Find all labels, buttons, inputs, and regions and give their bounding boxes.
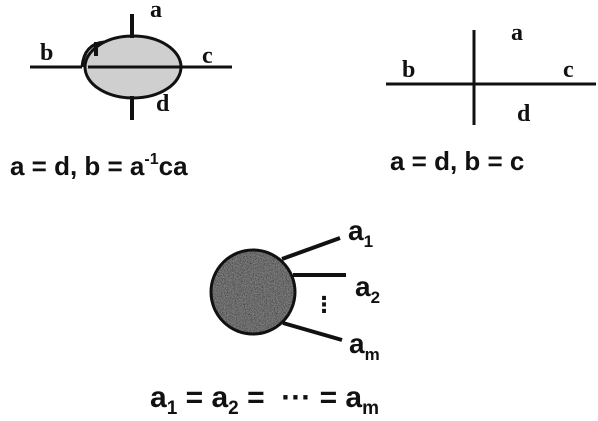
vertex-relation-a1-base: a bbox=[150, 381, 167, 414]
label-am-sub: m bbox=[365, 345, 380, 364]
arc-b-curve bbox=[80, 40, 105, 68]
relation-right: a = d, b = c bbox=[390, 146, 524, 176]
label-c-right-right: c bbox=[563, 57, 574, 83]
label-a2-sub: 2 bbox=[371, 288, 380, 307]
vertex-disk-outline bbox=[209, 248, 297, 336]
arc-a1-line bbox=[281, 236, 341, 261]
crossing-left-diagram: a b c d bbox=[30, 0, 232, 120]
label-d-bottom: d bbox=[156, 91, 170, 117]
relation-left-superscript: -1 bbox=[144, 151, 158, 168]
label-b-left-right: b bbox=[402, 57, 415, 83]
label-am: am bbox=[349, 328, 380, 364]
vertex-relation-am-sub: m bbox=[362, 398, 379, 419]
arc-am-line bbox=[282, 321, 343, 342]
label-a1: a1 bbox=[348, 215, 373, 251]
vertex-relation-eq1: = bbox=[177, 381, 211, 414]
label-b-left: b bbox=[40, 40, 53, 66]
vertex-relation-a1-sub: 1 bbox=[167, 398, 178, 419]
crossing-right-diagram: a b c d bbox=[386, 20, 596, 127]
vertex-disk-texture bbox=[211, 250, 295, 334]
vertex-relation-eq2: = ··· = bbox=[239, 381, 346, 414]
vertex-diagram: ⋮ a1 a2 am bbox=[209, 215, 380, 364]
label-a1-sub: 1 bbox=[364, 232, 373, 251]
relation-left-tail: ca bbox=[159, 151, 188, 181]
relation-left: a = d, b = a-1ca bbox=[10, 151, 188, 181]
label-am-base: a bbox=[349, 328, 365, 359]
label-a2-base: a bbox=[355, 271, 371, 302]
label-a2: a2 bbox=[355, 271, 380, 307]
vertex-ellipsis: ⋮ bbox=[313, 292, 335, 317]
label-d-bottom-right: d bbox=[517, 101, 531, 127]
vertex-relation-am-base: a bbox=[345, 381, 362, 414]
vertex-relation: a1 = a2 = ··· = am bbox=[150, 381, 379, 419]
relation-left-main: a = d, b = a bbox=[10, 151, 145, 181]
label-c-right: c bbox=[202, 43, 213, 69]
label-a-top: a bbox=[150, 0, 162, 23]
vertex-relation-a2-sub: 2 bbox=[228, 398, 239, 419]
label-a1-base: a bbox=[348, 215, 364, 246]
vertex-relation-a2-base: a bbox=[211, 381, 228, 414]
label-a-top-right: a bbox=[511, 20, 523, 46]
